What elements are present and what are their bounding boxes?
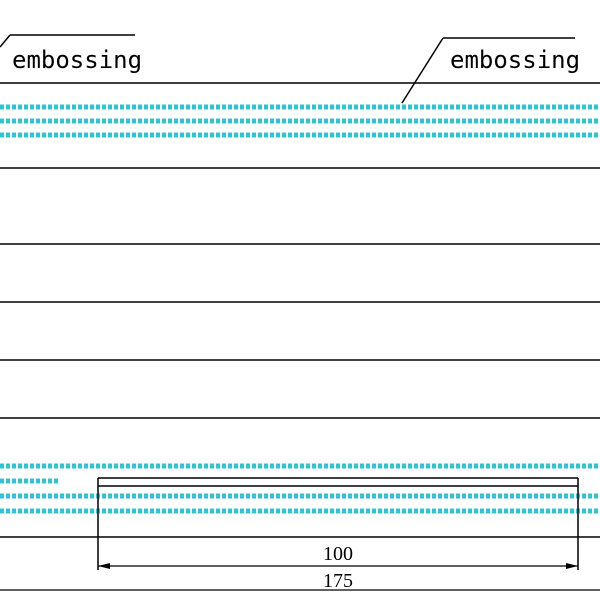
dimension-label-175: 175 <box>323 570 353 592</box>
embossing-label-right: embossing <box>450 46 580 74</box>
dimension-label-100: 100 <box>323 543 353 565</box>
dimension-total: 175 <box>0 570 600 592</box>
dimension-inner: 100 <box>98 543 578 569</box>
embossing-band-top <box>0 104 600 138</box>
profile-lines <box>0 82 600 538</box>
inner-panel <box>97 477 579 570</box>
embossing-callout-left: embossing <box>0 34 142 74</box>
embossing-callout-right: embossing <box>401 37 580 104</box>
embossing-label-left: embossing <box>12 46 142 74</box>
embossing-band-bottom <box>0 463 600 514</box>
